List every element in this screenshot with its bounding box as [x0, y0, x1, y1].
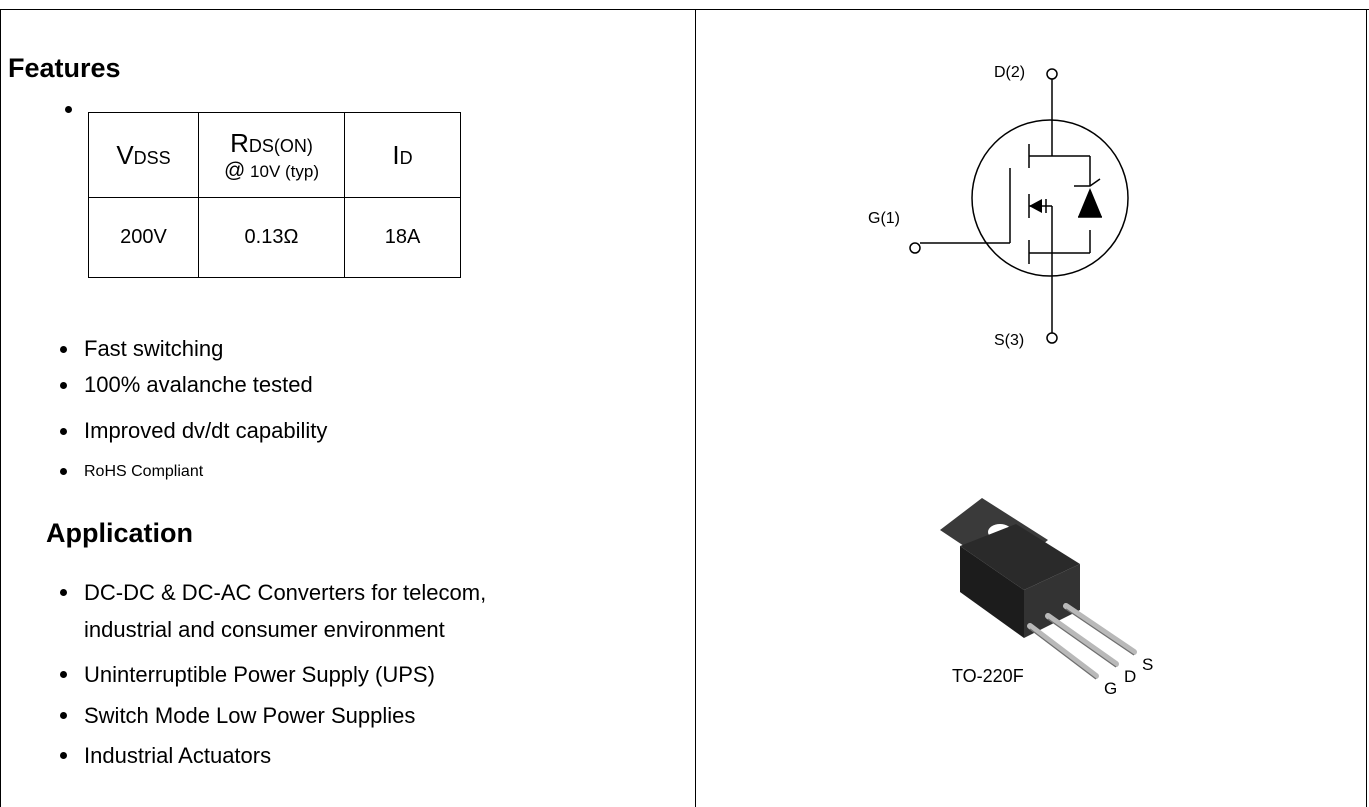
gate-label: G(1)	[868, 210, 900, 227]
rds-on-header: RDS(ON) @ 10V (typ)	[198, 112, 345, 198]
application-item-converters: DC-DC & DC-AC Converters for telecom, in…	[84, 580, 487, 642]
feature-item-avalanche: 100% avalanche tested	[84, 372, 313, 397]
pin-s-label: S	[1142, 655, 1153, 674]
bullet-dot	[60, 468, 67, 475]
rds-on-value: 0.13Ω	[198, 197, 345, 278]
package-body	[960, 546, 1024, 638]
source-label: S(3)	[994, 332, 1024, 349]
drain-terminal	[1046, 68, 1058, 80]
mosfet-schematic-symbol: D(2) G(1) S(3)	[868, 64, 1129, 349]
bullet-dot	[60, 671, 67, 678]
package-name-label: TO-220F	[952, 666, 1024, 686]
spec-table-header-row: VDSS RDS(ON) @ 10V (typ) ID	[88, 112, 461, 198]
rds-condition: @ 10V (typ)	[223, 158, 320, 182]
id-value: 18A	[344, 197, 461, 278]
application-heading: Application	[46, 518, 193, 548]
to220f-package-image: TO-220F G D S	[940, 498, 1153, 698]
bullet-dot	[60, 346, 67, 353]
pin-g-label: G	[1104, 679, 1117, 698]
frame-top-border	[0, 9, 1369, 10]
pin-d-label: D	[1124, 667, 1136, 686]
application-item-ups: Uninterruptible Power Supply (UPS)	[84, 662, 435, 687]
bullet-dot	[60, 428, 67, 435]
lead-d	[1045, 613, 1119, 667]
feature-item-dvdt: Improved dv/dt capability	[84, 418, 328, 443]
feature-item-fast-switching: Fast switching	[84, 336, 224, 361]
mosfet-body-circle	[971, 119, 1129, 277]
lead-g	[1027, 623, 1099, 679]
bullet-dot	[60, 712, 67, 719]
source-terminal	[1046, 332, 1058, 344]
frame-left-border	[0, 9, 1, 807]
frame-column-divider	[695, 9, 696, 807]
bullet-dot	[60, 752, 67, 759]
gate-terminal	[909, 242, 921, 254]
table-bullet-dot	[65, 106, 72, 113]
bullet-dot	[60, 589, 67, 596]
drain-label: D(2)	[994, 64, 1025, 81]
id-header: ID	[344, 112, 461, 198]
vdss-header: VDSS	[88, 112, 199, 198]
spec-table-value-row: 200V 0.13Ω 18A	[88, 197, 461, 278]
vdss-value: 200V	[88, 197, 199, 278]
application-item-actuators: Industrial Actuators	[84, 743, 272, 768]
features-heading: Features	[8, 53, 121, 83]
frame-right-border	[1366, 9, 1367, 807]
spec-table: VDSS RDS(ON) @ 10V (typ) ID 200V 0.13Ω 1…	[88, 112, 461, 278]
lead-s	[1063, 603, 1137, 655]
feature-item-rohs: RoHS Compliant	[84, 463, 204, 480]
bullet-dot	[60, 382, 67, 389]
application-item-smps: Switch Mode Low Power Supplies	[84, 703, 416, 728]
